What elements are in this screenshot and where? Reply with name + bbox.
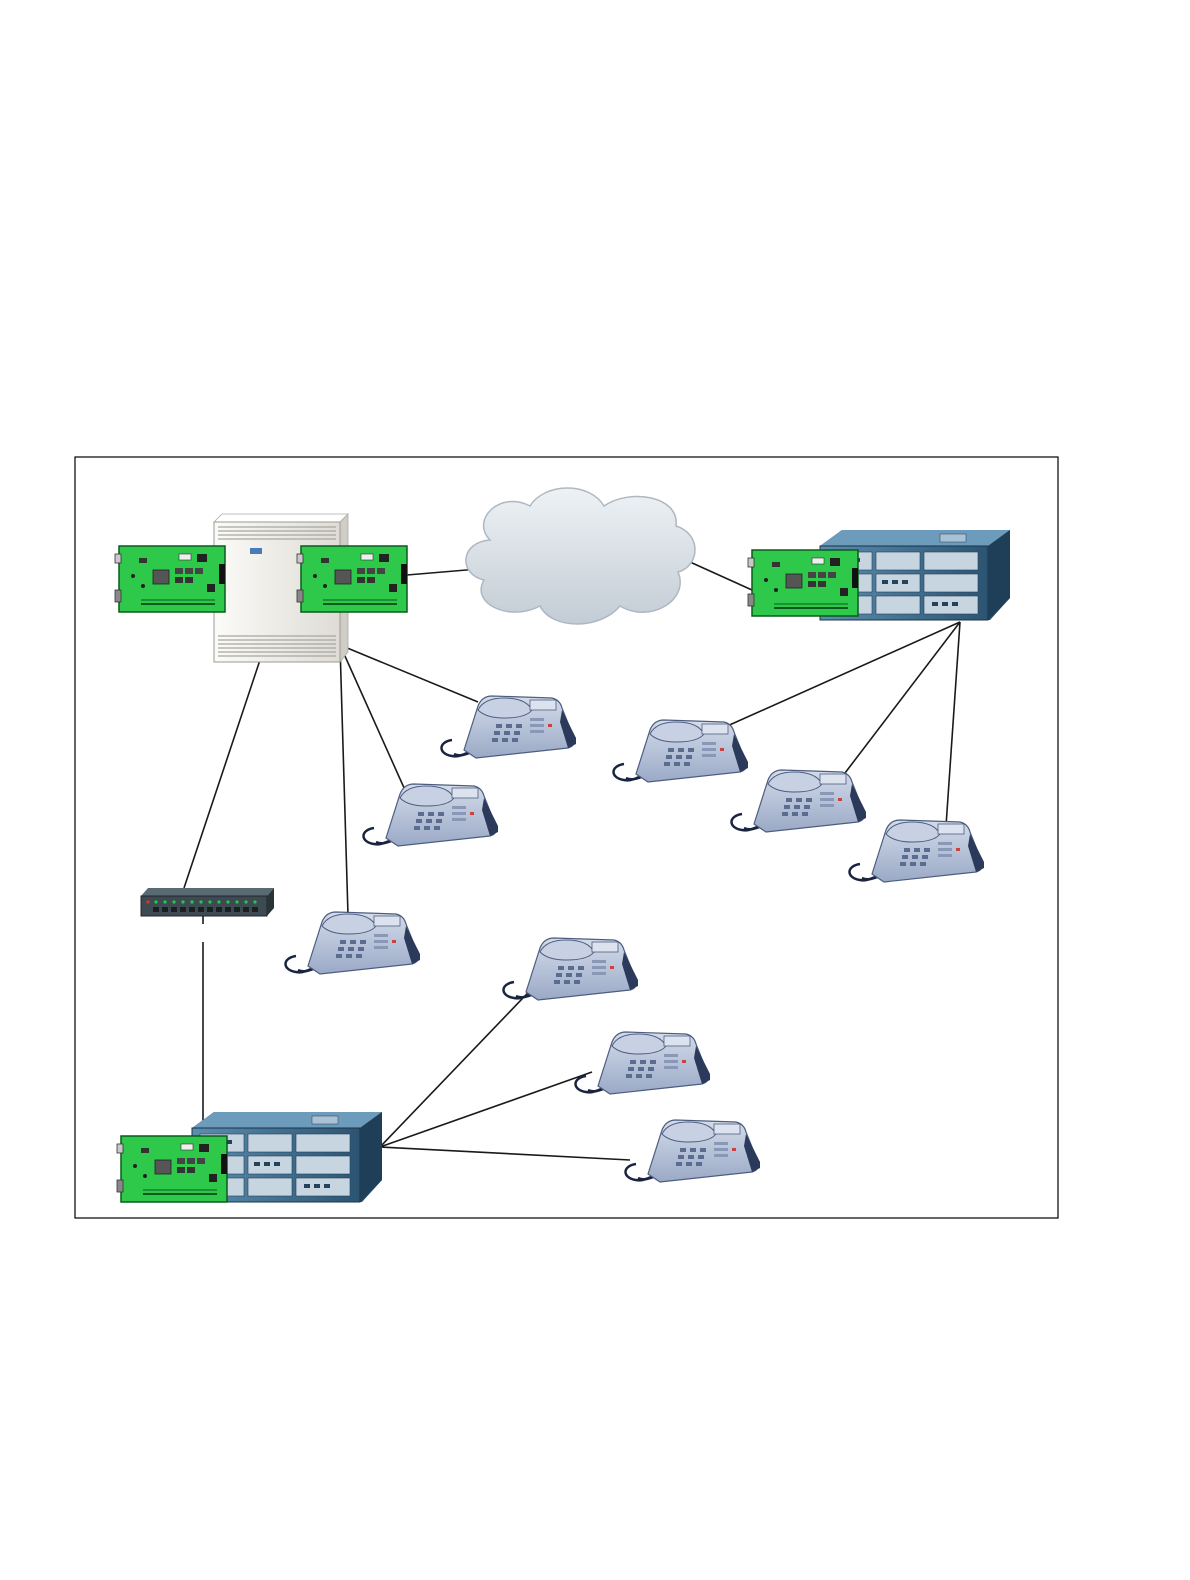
telephone-icon — [504, 938, 639, 1000]
edge-cloud-card-rack-top — [690, 562, 752, 590]
edge-pbx-phone-1 — [340, 645, 478, 702]
edge-pbx-switch — [184, 660, 260, 888]
edge-rack-bottom-phone-9 — [380, 1147, 630, 1160]
interface-card-icon — [297, 546, 407, 612]
telephone-icon — [576, 1032, 711, 1094]
interface-card-icon — [115, 546, 225, 612]
edge-rack-bottom-phone-8 — [380, 1072, 592, 1147]
ethernet-switch-icon — [141, 888, 274, 924]
telephone-icon — [442, 696, 577, 758]
edge-rack-top-phone-4 — [725, 622, 960, 727]
telephone-icon — [626, 1120, 761, 1182]
telephone-icon — [286, 912, 421, 974]
interface-card-icon — [748, 550, 858, 616]
edge-rack-top-phone-5 — [845, 622, 960, 773]
edge-pbx-phone-2 — [340, 645, 405, 790]
telephone-icon — [364, 784, 499, 846]
telephone-icon — [732, 770, 867, 832]
edge-rack-bottom-phone-7 — [380, 975, 545, 1147]
cloud-icon — [466, 488, 695, 624]
telephone-icon — [614, 720, 749, 782]
interface-card-icon — [117, 1136, 227, 1202]
edge-rack-top-phone-6 — [946, 622, 960, 826]
telephone-icon — [850, 820, 985, 882]
edge-pbx-phone-3 — [340, 645, 348, 915]
